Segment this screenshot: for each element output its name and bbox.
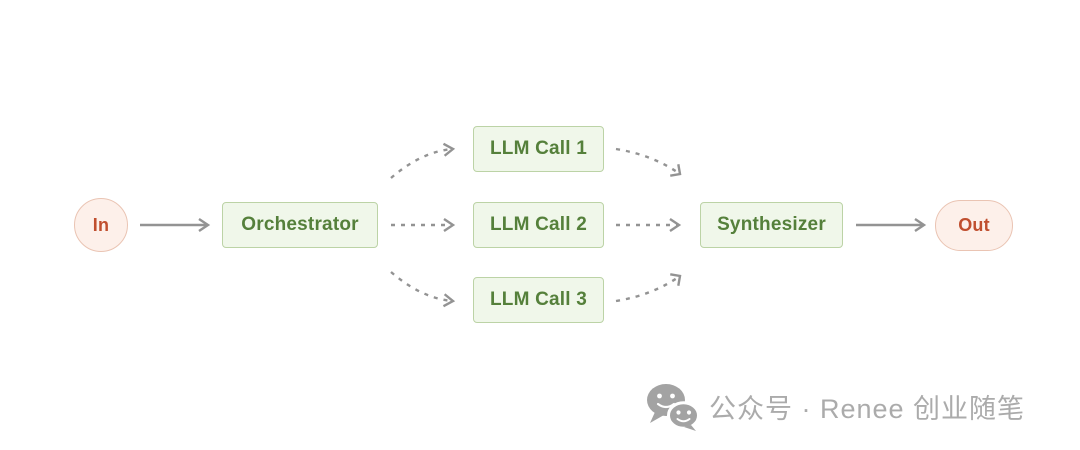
arrow-orchestrator-to-llm-call-3 [390,271,456,308]
arrow-orchestrator-to-llm-call-1 [390,142,456,179]
node-llm-call-2: LLM Call 2 [473,202,604,248]
node-llm-call-3-label: LLM Call 3 [489,289,587,310]
node-in-label: In [92,214,110,235]
arrow-llm-call-1-to-synthesizer [615,147,682,177]
node-orchestrator-label: Orchestrator [241,214,359,235]
node-llm-call-1: LLM Call 1 [473,126,604,172]
watermark: 公众号 · Renee 创业随笔 [645,381,1025,431]
node-orchestrator: Orchestrator [222,202,378,248]
node-synthesizer: Synthesizer [700,202,843,248]
wechat-icon [647,384,699,431]
arrow-llm-call-3-to-synthesizer [615,273,682,303]
watermark-text: 公众号 · Renee 创业随笔 [709,393,1026,424]
node-synthesizer-label: Synthesizer [717,214,826,235]
node-llm-call-3: LLM Call 3 [473,277,604,323]
node-out: Out [935,200,1013,251]
node-llm-call-2-label: LLM Call 2 [489,214,587,235]
node-llm-call-1-label: LLM Call 1 [489,138,587,159]
node-in: In [74,198,128,252]
node-out-label: Out [958,215,990,235]
